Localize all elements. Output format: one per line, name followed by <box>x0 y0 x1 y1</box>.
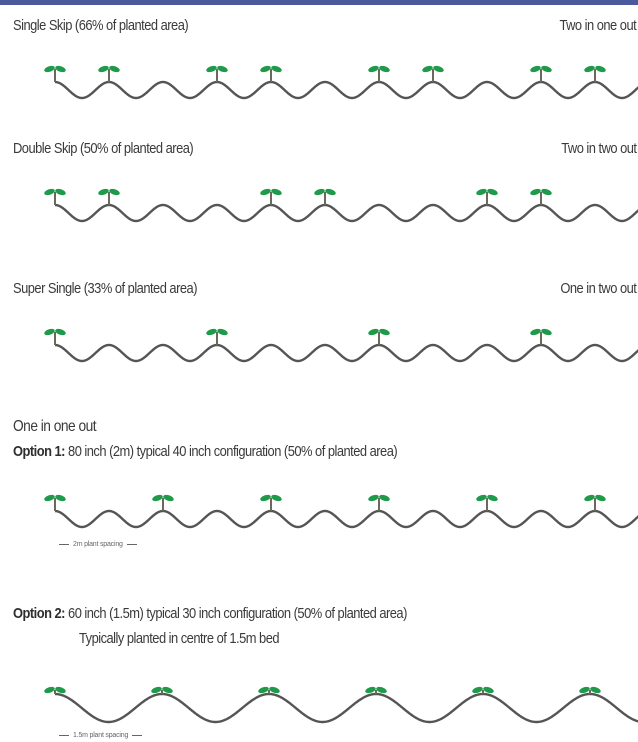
ground-line <box>54 343 638 363</box>
plant-sprout-icon <box>44 494 66 511</box>
plant-sprout-icon <box>579 686 601 694</box>
option1-text: 80 inch (2m) typical 40 inch configurati… <box>64 443 398 460</box>
option1-ground-profile <box>44 494 638 529</box>
option1-spacing-text: 2m plant spacing <box>73 541 123 548</box>
ground-line <box>54 203 638 223</box>
plant-sprout-icon <box>258 686 280 694</box>
plant-sprout-icon <box>472 686 494 694</box>
plant-sprout-icon <box>260 494 282 511</box>
plant-sprout-icon <box>584 494 606 511</box>
plant-sprout-icon <box>476 494 498 511</box>
plant-sprout-icon <box>260 65 282 82</box>
plant-sprout-icon <box>422 65 444 82</box>
plant-sprout-icon <box>368 328 390 345</box>
super-single-label: Super Single (33% of planted area) <box>13 280 197 297</box>
single-skip-pattern: Two in one out <box>559 17 636 34</box>
option1-spacing-note: 2m plant spacing <box>55 541 141 548</box>
plant-sprout-icon <box>44 188 66 205</box>
single-skip-row-diagram <box>0 55 638 115</box>
option2-ground-profile <box>44 686 638 724</box>
ground-line <box>54 80 638 100</box>
header-bar <box>0 0 638 5</box>
plant-sprout-icon <box>368 494 390 511</box>
plant-sprout-icon <box>476 188 498 205</box>
option2-line: Option 2: 60 inch (1.5m) typical 30 inch… <box>13 605 407 622</box>
plant-sprout-icon <box>151 686 173 694</box>
option1-line: Option 1: 80 inch (2m) typical 40 inch c… <box>13 443 398 460</box>
plant-sprout-icon <box>44 686 66 694</box>
plant-sprout-icon <box>365 686 387 694</box>
plant-sprout-icon <box>314 188 336 205</box>
single-skip-ground-profile <box>44 65 638 100</box>
option2-text: 60 inch (1.5m) typical 30 inch configura… <box>64 605 407 622</box>
plant-sprout-icon <box>206 65 228 82</box>
option2-spacing-text: 1.5m plant spacing <box>73 732 129 739</box>
double-skip-pattern: Two in two out <box>560 140 637 157</box>
plant-sprout-icon <box>44 65 66 82</box>
option2-row-diagram <box>0 680 638 736</box>
super-single-ground-profile <box>44 328 638 363</box>
double-skip-label: Double Skip (50% of planted area) <box>13 140 194 157</box>
plant-sprout-icon <box>98 188 120 205</box>
double-skip-ground-profile <box>44 188 638 223</box>
plant-sprout-icon <box>206 328 228 345</box>
ground-line <box>54 692 638 724</box>
single-skip-label: Single Skip (66% of planted area) <box>13 17 189 34</box>
one-in-one-out-heading: One in one out <box>13 418 97 435</box>
plant-sprout-icon <box>530 65 552 82</box>
ground-line <box>54 509 638 529</box>
plant-sprout-icon <box>368 65 390 82</box>
option2-spacing-note: 1.5m plant spacing <box>55 732 146 739</box>
option2-label: Option 2: <box>13 605 65 622</box>
plant-sprout-icon <box>530 328 552 345</box>
super-single-row-diagram <box>0 318 638 378</box>
option1-label: Option 1: <box>13 443 65 460</box>
super-single-pattern: One in two out <box>560 280 636 297</box>
plant-sprout-icon <box>44 328 66 345</box>
plant-sprout-icon <box>584 65 606 82</box>
plant-sprout-icon <box>260 188 282 205</box>
double-skip-row-diagram <box>0 178 638 238</box>
plant-sprout-icon <box>530 188 552 205</box>
plant-sprout-icon <box>98 65 120 82</box>
option2-subtext: Typically planted in centre of 1.5m bed <box>79 630 280 647</box>
plant-sprout-icon <box>152 494 174 511</box>
option1-row-diagram <box>0 484 638 544</box>
